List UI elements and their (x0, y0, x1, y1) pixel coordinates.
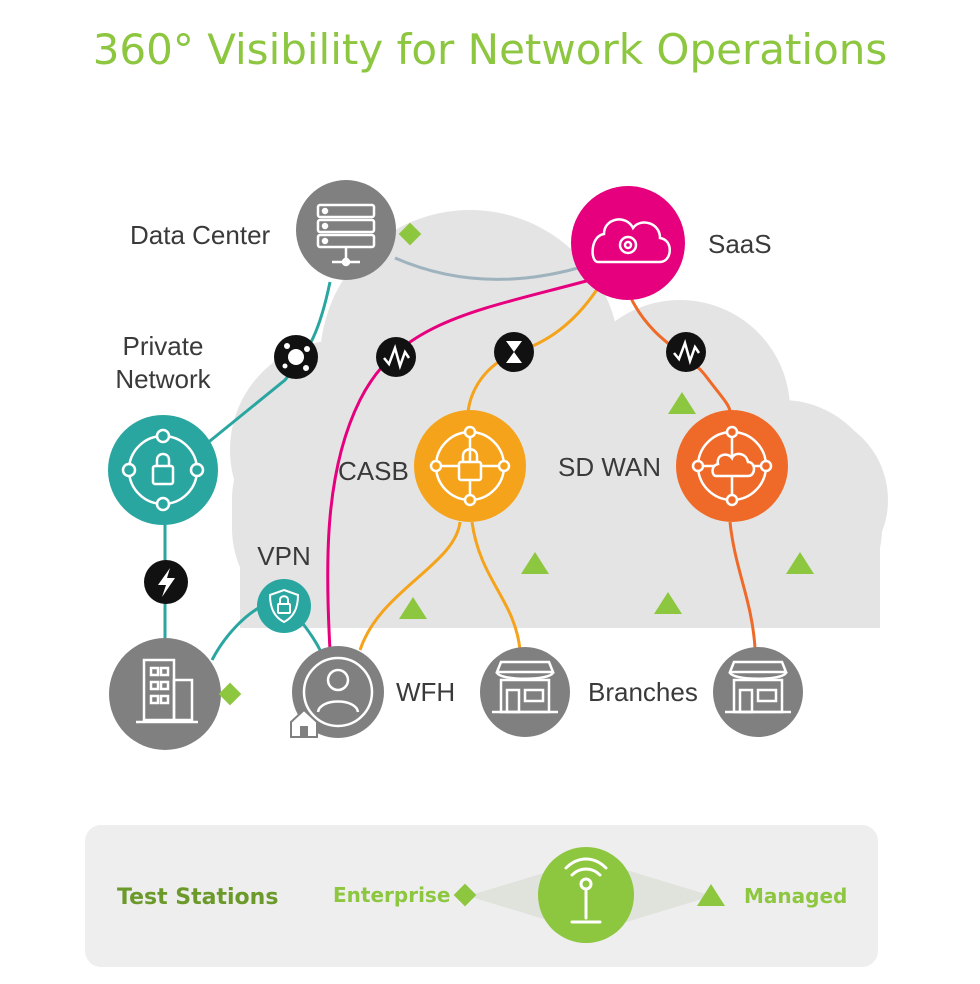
network-cloud-icon (691, 425, 773, 507)
branch-node-2[interactable] (713, 647, 803, 737)
home-icon (290, 708, 318, 738)
link-casb-wfh (358, 521, 462, 651)
branch-node-1[interactable] (480, 647, 570, 737)
link-saas-sdwan (628, 295, 732, 413)
wfh-label: WFH (396, 677, 455, 707)
badge-lightning (144, 560, 188, 604)
wfh-node[interactable] (292, 646, 384, 738)
page-title: 360° Visibility for Network Operations (93, 25, 888, 74)
managed-station-markers (399, 392, 814, 619)
vpn-label: VPN (257, 541, 310, 571)
sd-wan-label: SD WAN (558, 452, 661, 482)
legend-enterprise-label: Enterprise (333, 883, 450, 907)
data-center-label: Data Center (130, 220, 271, 250)
private-network-node[interactable] (108, 415, 218, 525)
legend-test-station (538, 847, 634, 943)
network-lock-icon (429, 425, 511, 507)
link-saas-wfh (326, 278, 591, 651)
network-lock-icon (121, 428, 205, 512)
link-datacenter-saas (394, 256, 579, 281)
test-station-antenna-icon (564, 857, 608, 924)
link-sdwan-branch (728, 521, 757, 649)
casb-node[interactable] (414, 410, 526, 522)
server-rack-icon (316, 203, 376, 267)
casb-label: CASB (338, 456, 409, 486)
vpn-node[interactable] (257, 579, 311, 633)
legend-enterprise-diamond (453, 883, 477, 907)
saas-label: SaaS (708, 229, 772, 259)
saas-node[interactable] (571, 186, 685, 300)
legend-panel: Test Stations Enterprise Managed (85, 825, 878, 967)
user-icon (302, 656, 374, 728)
data-center-node[interactable] (296, 180, 396, 280)
private-network-label-line1: Private (123, 331, 204, 361)
legend-managed-label: Managed (744, 884, 847, 908)
storefront-icon (725, 660, 791, 714)
link-datacenter-private (204, 281, 332, 447)
office-building-icon (136, 658, 198, 724)
enterprise-marker-office (218, 682, 242, 706)
private-network-label-line2: Network (115, 364, 211, 394)
office-node[interactable] (109, 638, 221, 750)
legend-managed-triangle (697, 884, 725, 906)
badge-splat (274, 335, 318, 379)
legend-title: Test Stations (117, 885, 278, 910)
cloud-gear-icon (591, 218, 671, 264)
badge-hourglass (494, 332, 534, 372)
storefront-icon (492, 660, 558, 714)
sd-wan-node[interactable] (676, 410, 788, 522)
branches-label: Branches (588, 677, 698, 707)
shield-lock-icon (268, 588, 300, 624)
link-casb-branch (470, 521, 522, 651)
badge-waveform-wfh (376, 337, 416, 377)
badge-waveform-sdwan (666, 332, 706, 372)
